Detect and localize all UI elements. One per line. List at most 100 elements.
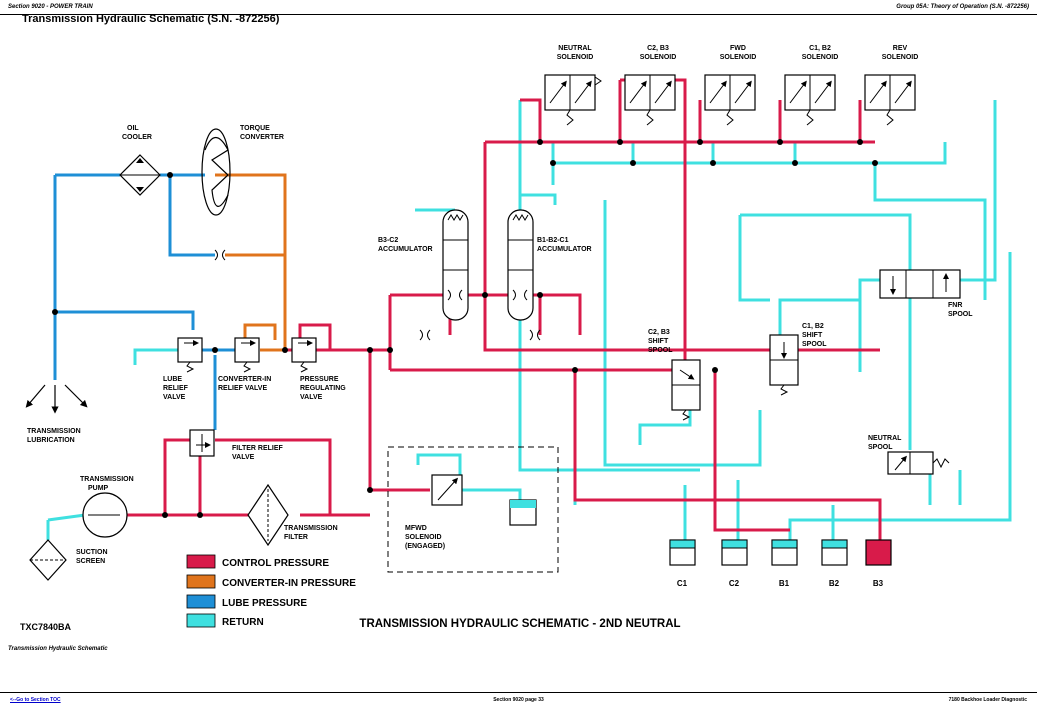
fnr-spool bbox=[879, 269, 961, 299]
control-pressure-lines bbox=[110, 78, 882, 540]
clutch-b1 bbox=[771, 539, 798, 566]
component-labels: OIL COOLER TORQUE CONVERTER B3-C2 ACCUMU… bbox=[27, 125, 973, 565]
pressure-regulating-label-1: PRESSURE bbox=[300, 376, 339, 383]
oil-cooler-label-1: OIL bbox=[127, 125, 139, 132]
c2b3-spool-label-3: SPOOL bbox=[648, 347, 673, 354]
filter-relief-valve bbox=[189, 429, 215, 457]
clutch-packs bbox=[669, 539, 892, 566]
page-number: Section 9020 page 33 bbox=[493, 697, 544, 703]
c2b3-solenoid-label-2: SOLENOID bbox=[640, 54, 677, 61]
transmission-pump bbox=[82, 492, 128, 538]
filter-label-1: TRANSMISSION bbox=[284, 525, 338, 532]
lube-lines bbox=[53, 173, 235, 430]
c2b3-solenoid bbox=[624, 74, 676, 126]
c1b2-solenoid-label-1: C1, B2 bbox=[809, 45, 831, 52]
c1b2-spool-label-1: C1, B2 bbox=[802, 323, 824, 330]
header-rule bbox=[0, 14, 1037, 15]
return-lines bbox=[46, 100, 1012, 545]
c2b3-spool-label-1: C2, B3 bbox=[648, 329, 670, 336]
torque-converter-label-2: CONVERTER bbox=[240, 134, 284, 141]
neutral-solenoid bbox=[544, 74, 602, 126]
junction-dots bbox=[52, 139, 878, 518]
header-section: Section 9020 - POWER TRAIN bbox=[8, 4, 93, 10]
lubrication-arrows bbox=[25, 384, 88, 414]
filter-label-2: FILTER bbox=[284, 534, 308, 541]
legend-swatch-control bbox=[186, 554, 216, 569]
c1b2-spool-label-2: SHIFT bbox=[802, 332, 823, 339]
b3c2-label-2: ACCUMULATOR bbox=[378, 246, 433, 253]
legend-label-return: RETURN bbox=[222, 617, 264, 628]
suction-screen-label-2: SCREEN bbox=[76, 558, 105, 565]
legend-swatch-converter-in bbox=[186, 574, 216, 589]
pressure-regulating-label-3: VALVE bbox=[300, 394, 323, 401]
b3c2-accumulator bbox=[442, 209, 469, 321]
fwd-solenoid bbox=[704, 74, 756, 126]
c2b3-solenoid-label-1: C2, B3 bbox=[647, 45, 669, 52]
figure-caption: Transmission Hydraulic Schematic bbox=[8, 646, 108, 652]
lube-relief-label-3: VALVE bbox=[163, 394, 186, 401]
filter-relief-label-1: FILTER RELIEF bbox=[232, 445, 284, 452]
rev-solenoid-label-2: SOLENOID bbox=[882, 54, 919, 61]
c1b2-shift-spool bbox=[769, 334, 799, 396]
b1b2c1-accumulator bbox=[507, 209, 534, 321]
legend-swatch-return bbox=[186, 613, 216, 628]
pressure-regulating-valve bbox=[291, 337, 317, 373]
legend-swatch-lube bbox=[186, 594, 216, 609]
c1b2-spool-label-3: SPOOL bbox=[802, 341, 827, 348]
clutch-labels: C1 C2 B1 B2 B3 bbox=[677, 579, 884, 588]
page-title: Transmission Hydraulic Schematic (S.N. -… bbox=[22, 13, 280, 25]
rev-solenoid-label-1: REV bbox=[893, 45, 908, 52]
neutral-spool-label-2: SPOOL bbox=[868, 444, 893, 451]
c2b3-shift-spool bbox=[671, 359, 701, 421]
lube-relief-label-2: RELIEF bbox=[163, 385, 189, 392]
transmission-lubrication-label-1: TRANSMISSION bbox=[27, 428, 81, 435]
b1b2c1-label-2: ACCUMULATOR bbox=[537, 246, 592, 253]
clutch-c1 bbox=[669, 539, 696, 566]
manual-title: 7180 Backhoe Loader Diagnostic bbox=[948, 697, 1027, 703]
lube-relief-label-1: LUBE bbox=[163, 376, 182, 383]
mfwd-box bbox=[387, 446, 559, 573]
c1b2-solenoid-label-2: SOLENOID bbox=[802, 54, 839, 61]
neutral-solenoid-label-1: NEUTRAL bbox=[558, 45, 592, 52]
fwd-solenoid-label-2: SOLENOID bbox=[720, 54, 757, 61]
legend-label-control: CONTROL PRESSURE bbox=[222, 558, 329, 569]
mfwd-label-2: SOLENOID bbox=[405, 534, 442, 541]
clutch-b2-label: B2 bbox=[829, 579, 840, 588]
figure-id: TXC7840BA bbox=[20, 622, 72, 632]
fnr-spool-label-1: FNR bbox=[948, 302, 962, 309]
header-group: Group 05A: Theory of Operation (S.N. -87… bbox=[896, 4, 1029, 10]
diagram-title: TRANSMISSION HYDRAULIC SCHEMATIC - 2ND N… bbox=[359, 618, 680, 630]
oil-cooler-label-2: COOLER bbox=[122, 134, 152, 141]
clutch-b1-label: B1 bbox=[779, 579, 790, 588]
legend-label-lube: LUBE PRESSURE bbox=[222, 598, 307, 609]
suction-screen-label-1: SUCTION bbox=[76, 549, 108, 556]
pressure-regulating-label-2: REGULATING bbox=[300, 385, 346, 392]
neutral-spool-label-1: NEUTRAL bbox=[868, 435, 902, 442]
suction-screen bbox=[29, 539, 67, 581]
transmission-filter bbox=[247, 483, 289, 547]
mfwd-label-3: (ENGAGED) bbox=[405, 543, 445, 550]
b1b2c1-label-1: B1-B2-C1 bbox=[537, 237, 569, 244]
filter-relief-label-2: VALVE bbox=[232, 454, 255, 461]
solenoid-labels: NEUTRAL SOLENOID C2, B3 SOLENOID FWD SOL… bbox=[557, 45, 919, 61]
converter-in-relief-valve bbox=[234, 337, 260, 373]
pump-label-2: PUMP bbox=[88, 485, 109, 492]
neutral-solenoid-label-2: SOLENOID bbox=[557, 54, 594, 61]
section-toc-link[interactable]: <--Go to Section TOC bbox=[10, 697, 61, 703]
fnr-spool-label-2: SPOOL bbox=[948, 311, 973, 318]
c2b3-spool-label-2: SHIFT bbox=[648, 338, 669, 345]
rev-solenoid bbox=[864, 74, 916, 126]
orifices bbox=[214, 249, 541, 341]
converter-in-lines bbox=[215, 173, 287, 352]
clutch-c1-label: C1 bbox=[677, 579, 688, 588]
mfwd-label-1: MFWD bbox=[405, 525, 427, 532]
transmission-lubrication-label-2: LUBRICATION bbox=[27, 437, 75, 444]
torque-converter bbox=[201, 128, 231, 216]
pump-label-1: TRANSMISSION bbox=[80, 476, 134, 483]
oil-cooler bbox=[119, 154, 161, 196]
legend: CONTROL PRESSURE CONVERTER-IN PRESSURE L… bbox=[186, 554, 356, 628]
clutch-b3-label: B3 bbox=[873, 579, 884, 588]
converter-in-relief-label-1: CONVERTER-IN bbox=[218, 376, 271, 383]
lube-relief-valve bbox=[177, 337, 203, 373]
neutral-spool bbox=[887, 451, 950, 475]
